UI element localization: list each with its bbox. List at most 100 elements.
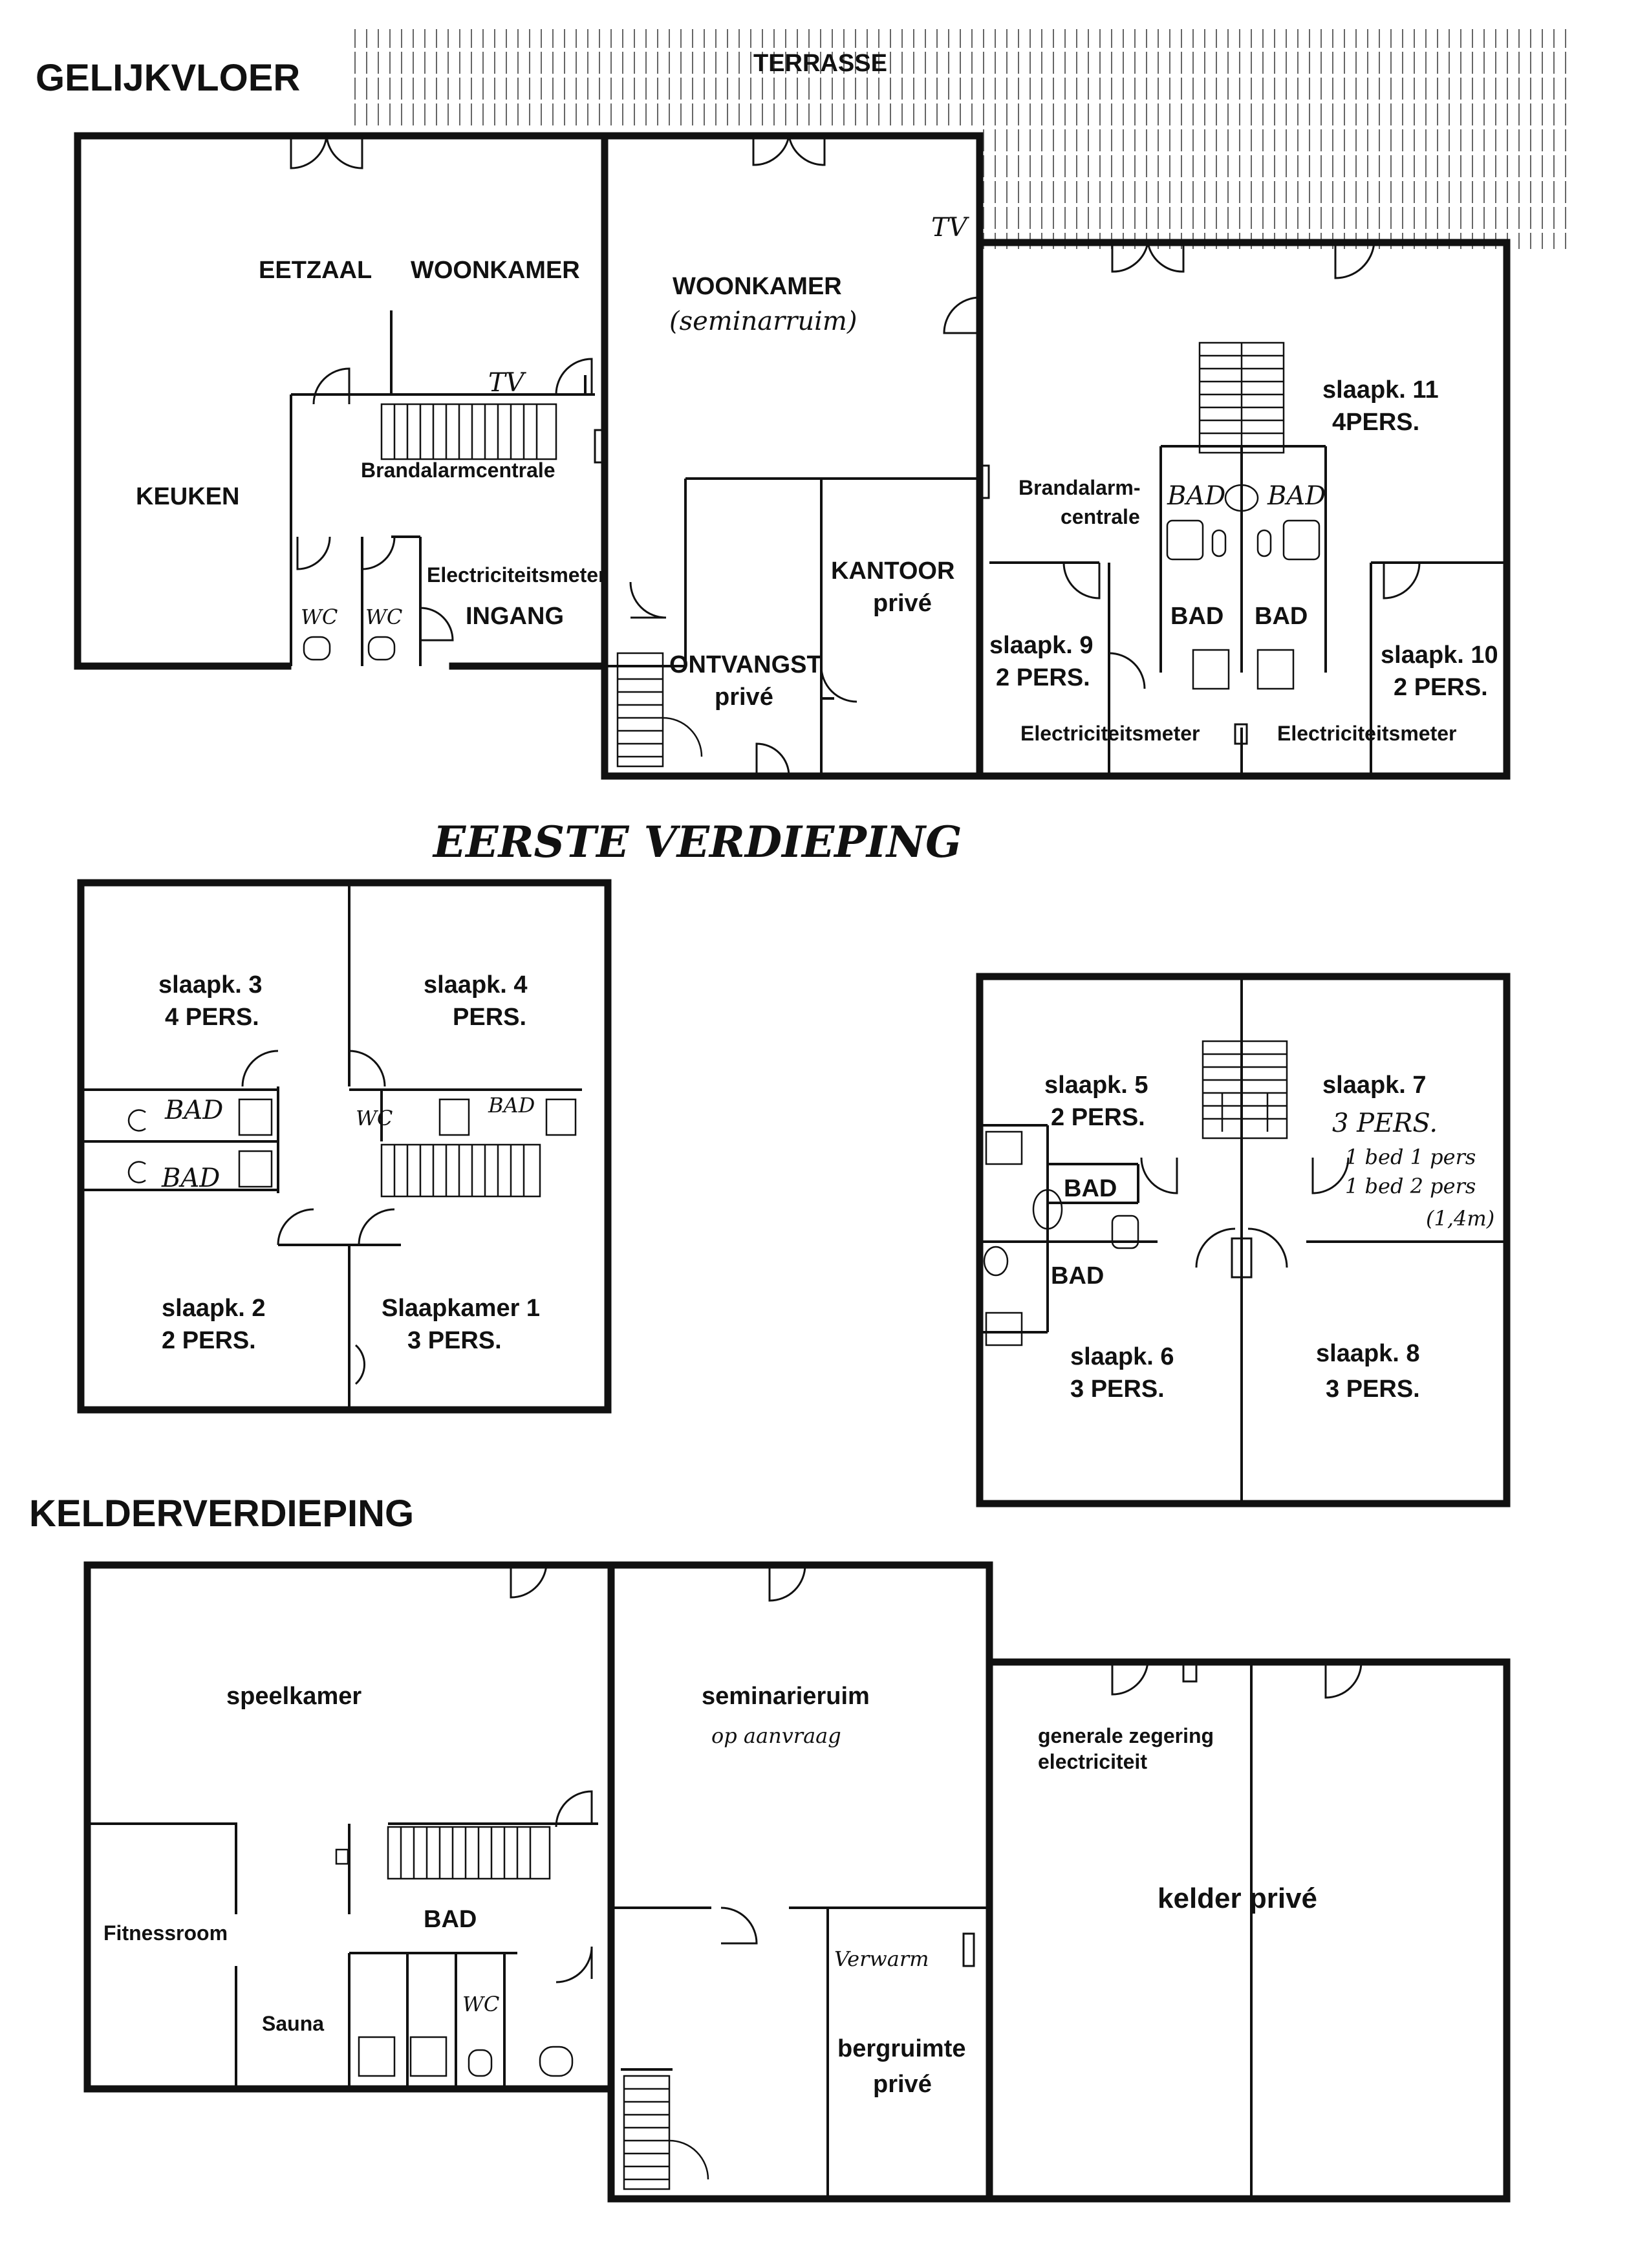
basement-bad-door <box>555 1790 593 1828</box>
label-brandalarm-right-2: centrale <box>1061 505 1140 528</box>
slaapk9-door <box>1062 562 1101 599</box>
label-seminarieruim-note: op aanvraag <box>711 1723 841 1748</box>
first-floor: EERSTE VERDIEPING slaapk. 3 4 <box>77 817 1511 1507</box>
first-right-bath-fixtures <box>983 1130 1139 1346</box>
first-left-inner-walls <box>81 883 582 1410</box>
label-slaapk2: slaapk. 2 <box>162 1295 266 1322</box>
ground-floor: GELIJKVLOER TERRASSE <box>36 29 1571 780</box>
ground-wall-left-block <box>74 132 609 670</box>
first-right-hall-doors <box>1140 1157 1350 1268</box>
label-electric-left: Electriciteitsmeter <box>427 563 606 587</box>
label-wc-basement: WC <box>462 1992 499 2016</box>
label-sauna: Sauna <box>262 2012 324 2035</box>
ontvangst-exit <box>755 742 790 777</box>
label-wc-2: WC <box>365 605 402 629</box>
first-right-inner-walls <box>980 977 1507 1504</box>
first-left-bath-fixtures <box>127 1098 577 1188</box>
ground-right-inner-walls <box>989 445 1507 776</box>
label-keuken: KEUKEN <box>136 483 239 510</box>
label-bad-b: BAD <box>161 1163 220 1193</box>
basement-door-3 <box>1111 1661 1149 1696</box>
label-slaapk7-size: (1,4m) <box>1426 1206 1494 1231</box>
terrace-hatching <box>349 29 1571 126</box>
slaapk3-door <box>241 1050 279 1087</box>
wc-door-1 <box>296 536 331 570</box>
slaapk9-door-2 <box>1108 652 1146 689</box>
slaapkamer1-door-2 <box>354 1344 365 1385</box>
label-slaapk7-pers: 3 PERS. <box>1332 1108 1438 1138</box>
wc-door-2 <box>361 536 396 570</box>
label-slaapk9: slaapk. 9 <box>989 632 1094 659</box>
first-right-pillar <box>1231 1237 1253 1279</box>
label-slaapk4-pers: PERS. <box>453 1004 526 1031</box>
first-floor-title: EERSTE VERDIEPING <box>432 817 962 867</box>
ground-floor-title: GELIJKVLOER <box>36 57 300 99</box>
terrace-door-1 <box>290 135 363 169</box>
basement-middle-door <box>720 1906 758 1945</box>
seminar-door <box>943 296 980 334</box>
label-slaapk8-pers: 3 PERS. <box>1326 1376 1420 1403</box>
ontvangst-door <box>629 581 667 619</box>
basement-middle-outer <box>607 1561 993 2203</box>
label-slaapk5: slaapk. 5 <box>1044 1072 1148 1099</box>
label-seminarieruim: seminarieruim <box>702 1683 870 1710</box>
label-bad-e: BAD <box>1051 1262 1104 1290</box>
label-zegering-1: generale zegering <box>1038 1724 1214 1747</box>
basement-left-inner-walls <box>87 1822 598 2089</box>
basement-title: KELDERVERDIEPING <box>29 1493 414 1535</box>
label-slaapk10: slaapk. 10 <box>1381 642 1498 669</box>
label-bergruimte-sub: privé <box>873 2071 932 2098</box>
hall-door <box>555 358 593 395</box>
basement-left-fixtures <box>335 1848 574 2077</box>
label-electric-r1: Electriciteitsmeter <box>1020 722 1200 745</box>
label-kelder: kelder privé <box>1158 1883 1317 1914</box>
label-bad-1: BAD <box>1170 603 1223 630</box>
kantoor-door <box>820 665 857 703</box>
basement-floor: KELDERVERDIEPING sp <box>29 1493 1511 2203</box>
basement-left-stairs <box>387 1826 551 1880</box>
label-seminar-note: (seminarruim) <box>669 307 857 336</box>
slaapk10-door <box>1383 562 1421 599</box>
first-right-outer <box>976 973 1511 1507</box>
terrace-hatching-right <box>983 126 1571 249</box>
basement-bad-door-2 <box>555 1946 593 1983</box>
label-ontvangst-sub: privé <box>715 684 773 711</box>
basement-right-outer <box>986 1658 1511 2203</box>
terrace-door-4 <box>1334 242 1375 279</box>
basement-door-4 <box>1324 1661 1363 1699</box>
label-kantoor: KANTOOR <box>831 557 954 585</box>
label-slaapkamer1: Slaapkamer 1 <box>382 1295 540 1322</box>
terrace-door-3 <box>1111 242 1185 273</box>
ground-wall-middle-block <box>601 132 984 780</box>
label-tv-left: TV <box>488 368 527 398</box>
terrace-door-2 <box>752 135 826 166</box>
ground-right-stairs <box>1198 341 1285 454</box>
basement-spiral-stairs <box>623 2075 709 2190</box>
label-slaapk7-bed1: 1 bed 1 pers <box>1345 1145 1476 1169</box>
label-bad-hand-2: BAD <box>1267 481 1326 511</box>
label-tv-mid: TV <box>931 213 970 243</box>
label-brandalarm-left: Brandalarmcentrale <box>361 459 555 482</box>
electric-meter-right <box>1234 723 1248 745</box>
ground-wall-right-block <box>976 239 1511 780</box>
label-wc-1: WC <box>301 605 338 629</box>
label-slaapk7: slaapk. 7 <box>1322 1072 1427 1099</box>
label-ontvangst: ONTVANGST <box>669 651 822 678</box>
label-wc-first: WC <box>356 1106 393 1130</box>
label-slaapk11-pers: 4PERS. <box>1332 409 1419 436</box>
label-bad-hand-1: BAD <box>1167 481 1225 511</box>
basement-middle-inner-walls <box>611 1906 989 2199</box>
label-electric-r2: Electriciteitsmeter <box>1277 722 1456 745</box>
label-eetzaal: EETZAAL <box>259 257 372 284</box>
ground-left-stairs <box>380 403 557 460</box>
label-slaapk8: slaapk. 8 <box>1316 1340 1420 1367</box>
label-bad-2: BAD <box>1255 603 1308 630</box>
label-bad-a: BAD <box>164 1096 223 1125</box>
entrance-door <box>420 607 454 642</box>
fire-alarm-panel-right <box>978 464 990 499</box>
basement-door-1 <box>510 1564 548 1599</box>
label-woonkamer-left: WOONKAMER <box>411 257 580 284</box>
label-slaapk4: slaapk. 4 <box>424 971 528 999</box>
slaapk4-door <box>349 1050 386 1087</box>
